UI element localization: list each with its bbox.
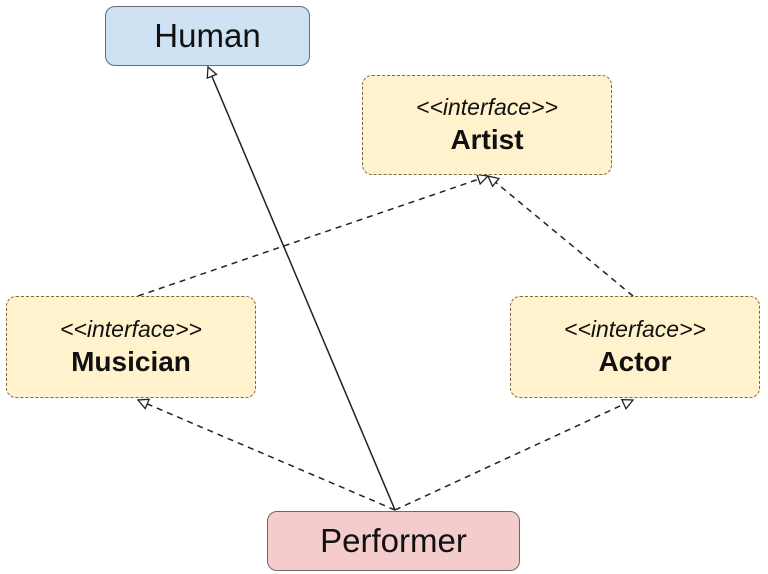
edge-performer-to-actor — [394, 400, 633, 511]
edge-performer-to-human — [208, 67, 396, 511]
edge-actor-to-artist — [488, 176, 634, 297]
edge-musician-to-artist — [137, 176, 488, 297]
interface-actor[interactable]: <<interface>> Actor — [510, 296, 760, 398]
interface-musician[interactable]: <<interface>> Musician — [6, 296, 256, 398]
interface-artist-stereotype: <<interface>> — [416, 94, 558, 120]
class-performer-label: Performer — [320, 522, 467, 559]
interface-musician-label: Musician — [71, 346, 191, 377]
interface-artist-label: Artist — [450, 124, 524, 155]
interface-actor-stereotype: <<interface>> — [564, 316, 706, 342]
class-performer[interactable]: Performer — [267, 511, 520, 571]
interface-artist[interactable]: <<interface>> Artist — [362, 75, 612, 175]
edge-performer-to-musician — [138, 400, 396, 511]
interface-musician-stereotype: <<interface>> — [60, 316, 202, 342]
class-human[interactable]: Human — [105, 6, 310, 66]
interface-actor-label: Actor — [598, 346, 672, 377]
class-human-label: Human — [154, 17, 261, 54]
